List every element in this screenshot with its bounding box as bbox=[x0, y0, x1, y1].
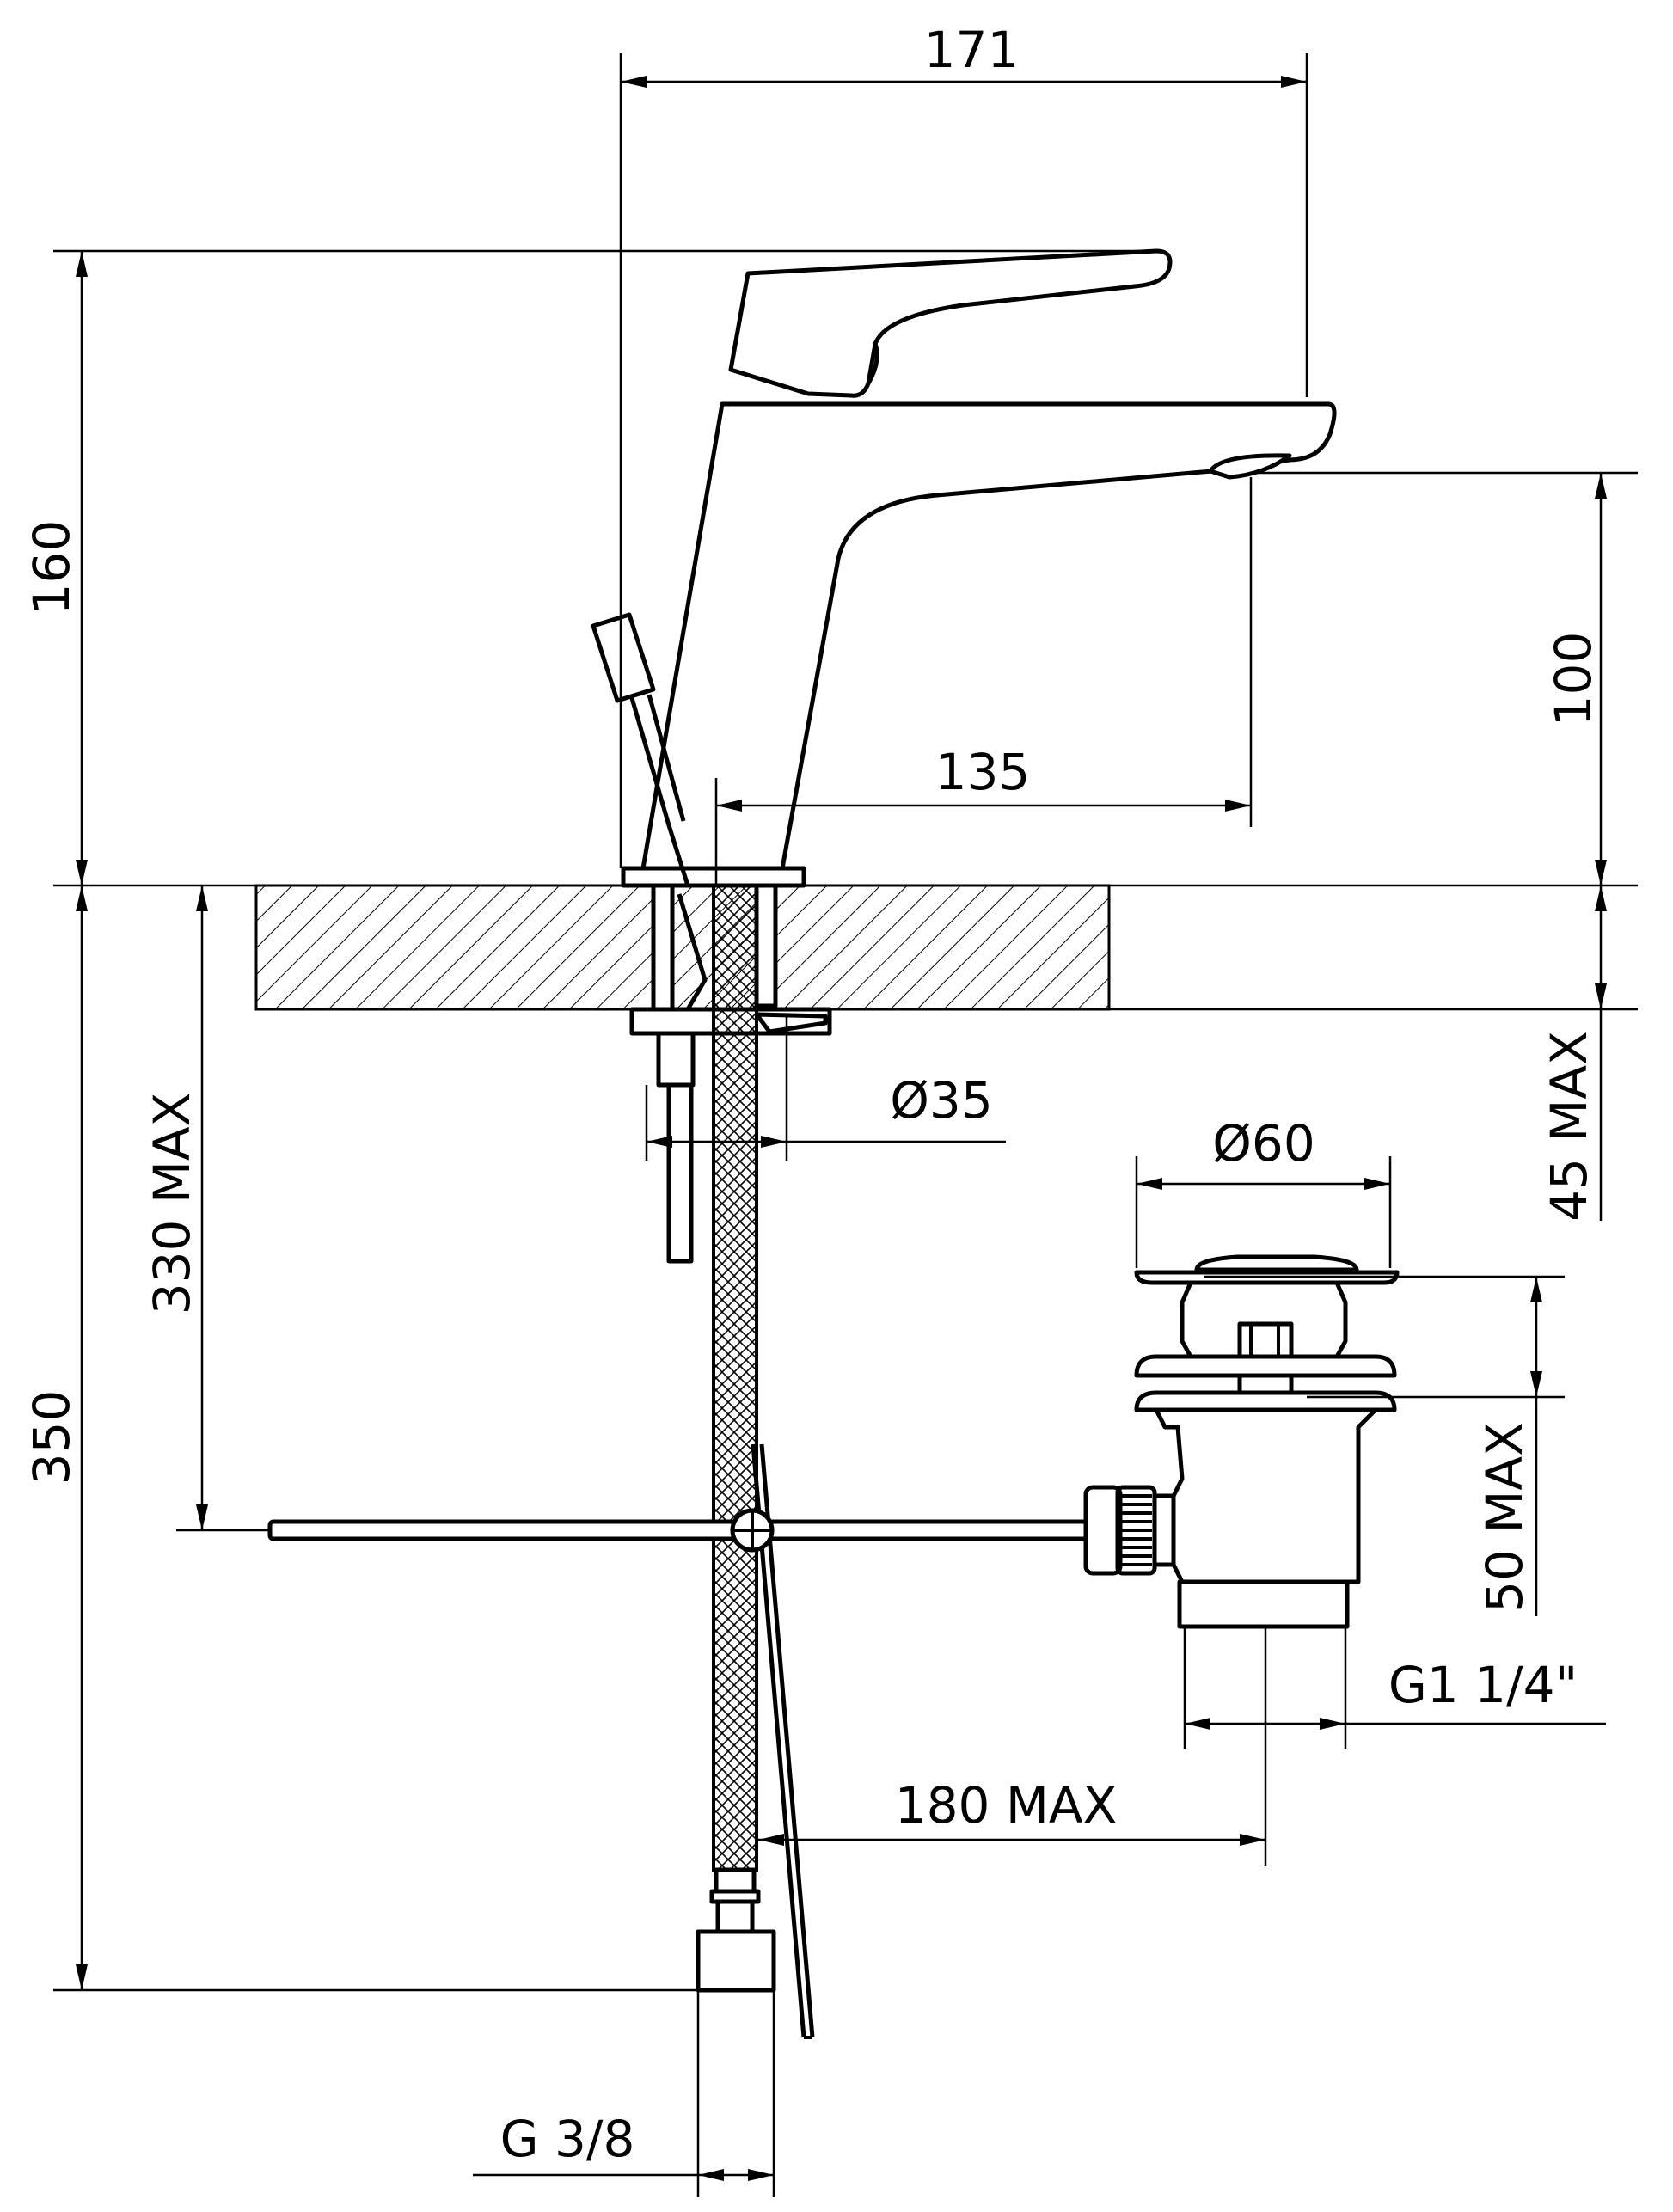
label-50max: 50 MAX bbox=[1475, 1422, 1534, 1613]
label-d35: Ø35 bbox=[890, 1071, 992, 1130]
dim-d35: Ø35 bbox=[645, 1014, 1006, 1161]
dim-330max: 330 MAX bbox=[143, 885, 270, 1532]
fixing-assembly bbox=[629, 883, 832, 1264]
label-350: 350 bbox=[22, 1390, 81, 1486]
label-171: 171 bbox=[924, 21, 1020, 79]
popup-waste bbox=[1134, 1254, 1400, 1629]
popup-rod-knob bbox=[591, 612, 690, 886]
dim-100: 100 bbox=[1255, 471, 1638, 885]
dim-180max: 180 MAX bbox=[758, 1627, 1267, 1866]
mixer-body bbox=[621, 248, 1337, 888]
dim-160: 160 bbox=[22, 249, 1152, 885]
flexible-hose bbox=[696, 884, 776, 1993]
label-45max: 45 MAX bbox=[1540, 1031, 1598, 1222]
label-135: 135 bbox=[935, 743, 1031, 801]
dim-g114: G1 1/4" bbox=[1183, 1627, 1606, 1749]
dim-45max: 45 MAX bbox=[1540, 885, 1607, 1222]
label-d60: Ø60 bbox=[1212, 1114, 1314, 1173]
worktop bbox=[53, 884, 1638, 1011]
dim-d60: Ø60 bbox=[1135, 1114, 1392, 1268]
dim-171: 171 bbox=[619, 21, 1308, 868]
label-330max: 330 MAX bbox=[143, 1093, 201, 1315]
label-100: 100 bbox=[1544, 632, 1603, 727]
label-180max: 180 MAX bbox=[895, 1776, 1118, 1835]
waste-rod bbox=[267, 1485, 1176, 1576]
label-160: 160 bbox=[22, 520, 81, 616]
label-g114: G1 1/4" bbox=[1388, 1656, 1578, 1714]
label-g38: G 3/8 bbox=[500, 2110, 635, 2168]
dim-50max: 50 MAX bbox=[1204, 1275, 1565, 1616]
dim-135: 135 bbox=[714, 477, 1253, 885]
dim-350: 350 bbox=[22, 885, 698, 1992]
dim-g38: G 3/8 bbox=[473, 1990, 775, 2197]
